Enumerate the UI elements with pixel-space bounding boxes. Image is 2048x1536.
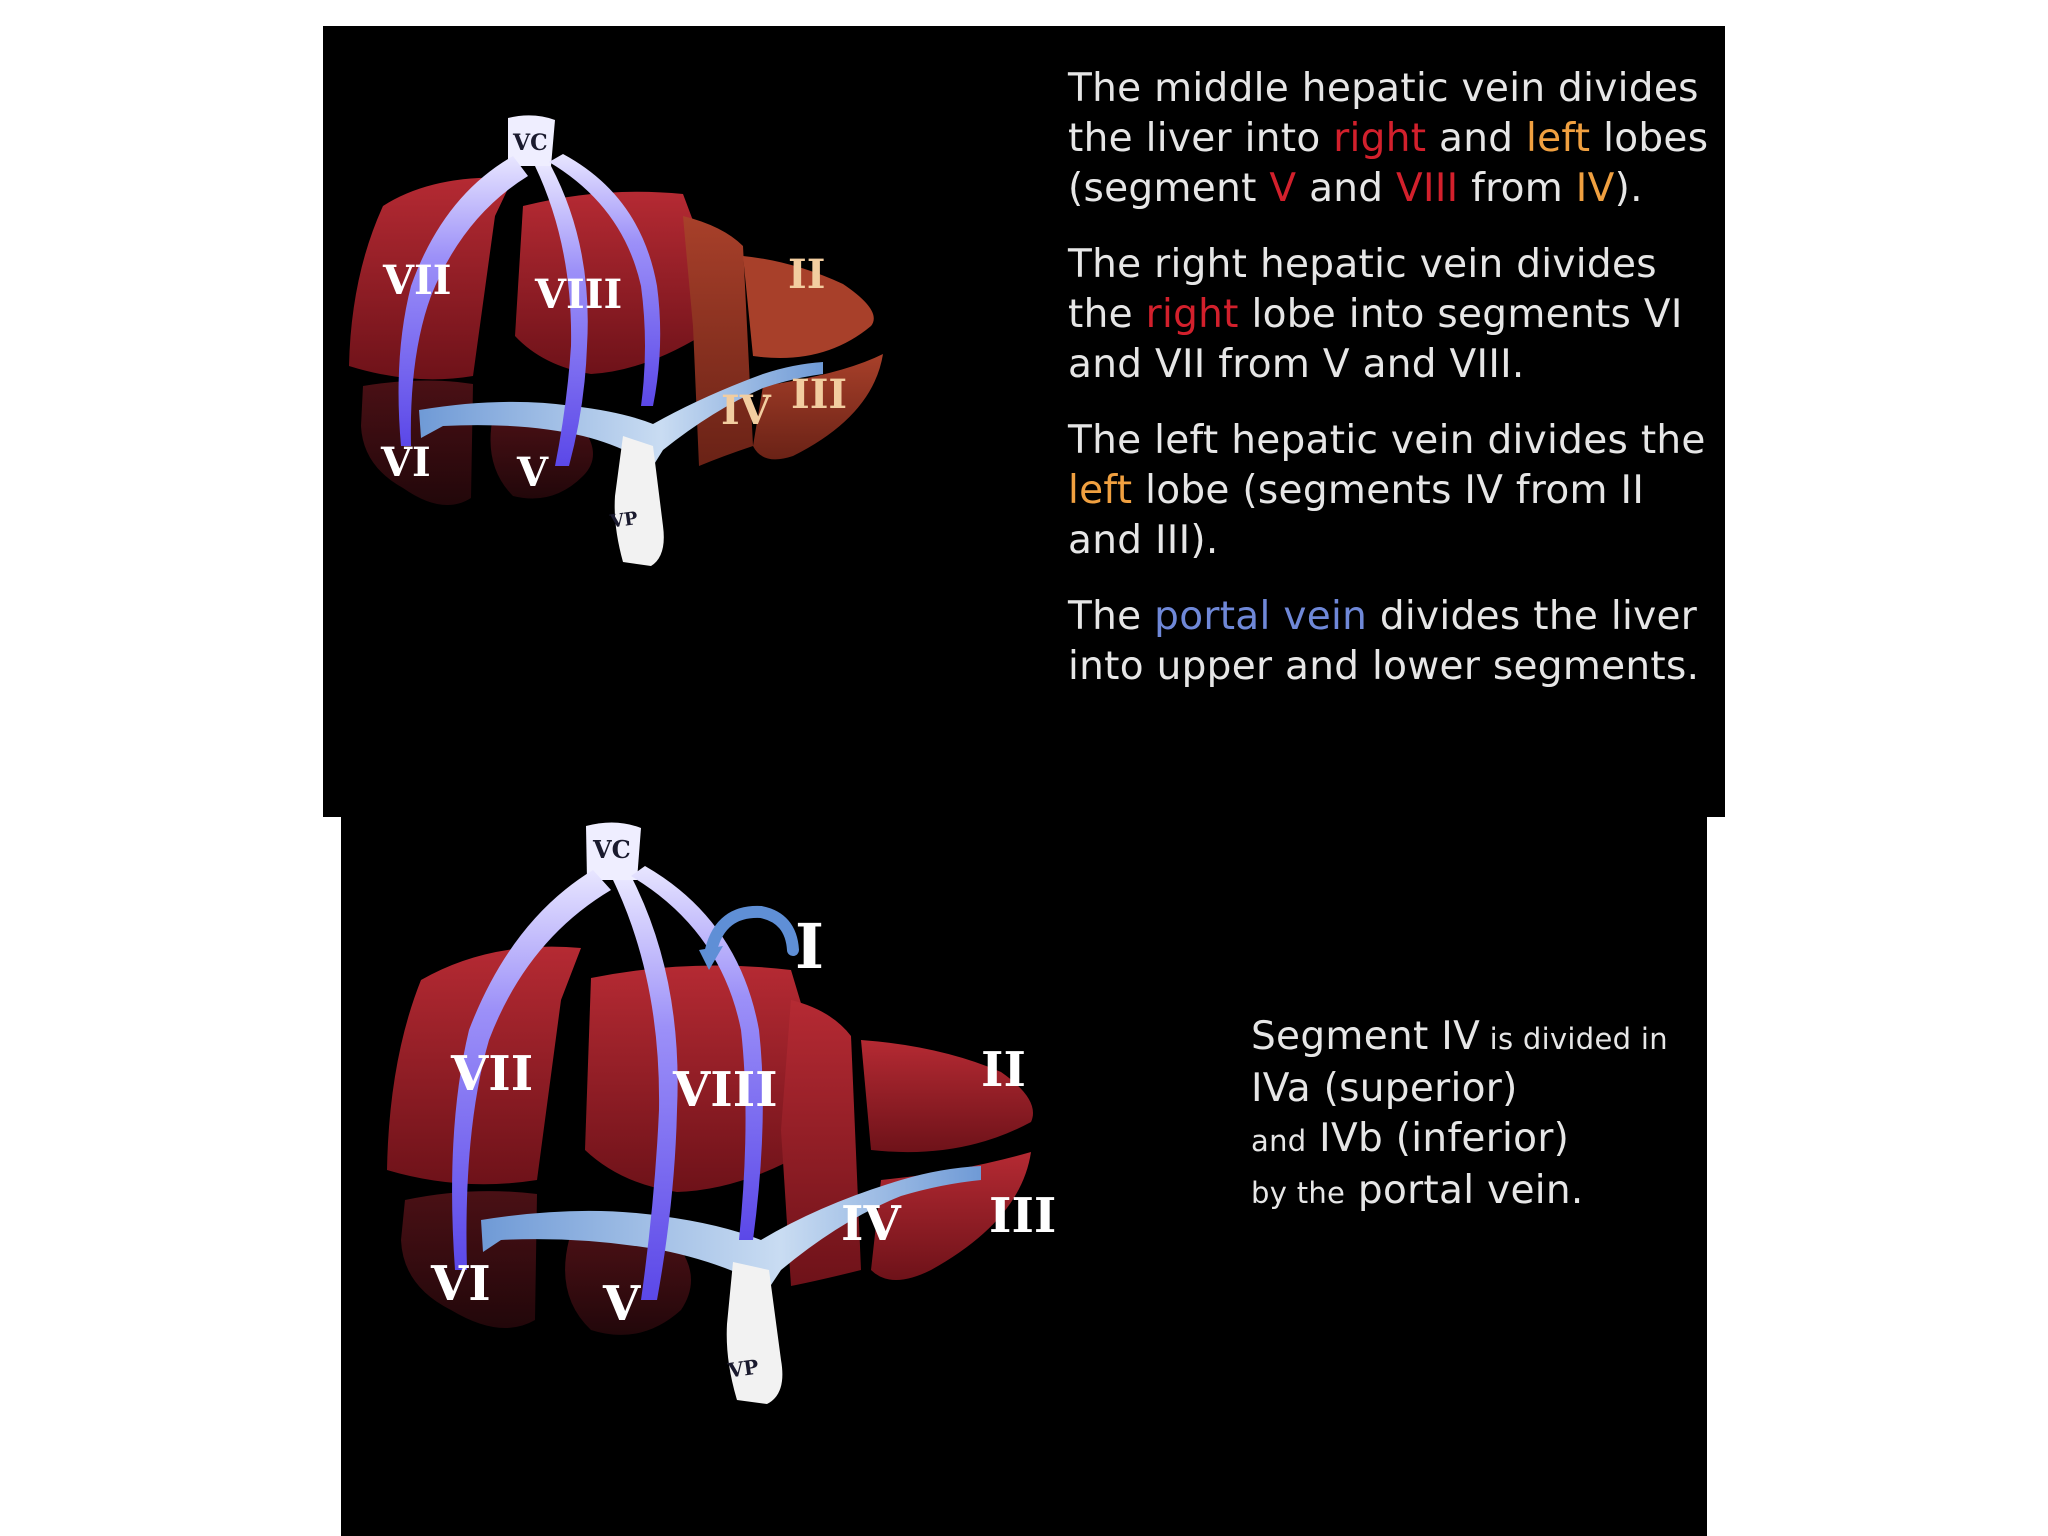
vp-label: VP	[608, 508, 640, 533]
portal-vein-shape	[481, 1166, 981, 1288]
segment-ii-shape	[861, 1040, 1033, 1153]
marker-i-label: I	[795, 910, 824, 983]
portal-vein-line: by the portal vein.	[1251, 1168, 1584, 1213]
segment-v-label: V	[602, 1276, 641, 1332]
segment-iii-shape	[753, 354, 883, 460]
iva-line: IVa (superior)	[1251, 1066, 1518, 1111]
right-hepatic-vein-shape	[398, 156, 528, 446]
vc-label: VC	[512, 130, 548, 156]
left-hepatic-vein-shape	[631, 866, 763, 1240]
right-hepatic-paragraph: The right hepatic vein divides the right…	[1068, 242, 1683, 387]
segment-vi-label: VI	[380, 439, 431, 486]
vp-label: VP	[725, 1355, 760, 1383]
ivb-line: and IVb (inferior)	[1251, 1116, 1570, 1161]
segment-viii-label: VIII	[672, 1062, 778, 1118]
segment-iii-label: III	[791, 371, 847, 418]
segment-iv-line: Segment IV is divided in	[1251, 1014, 1668, 1059]
portal-vein-shape	[419, 362, 823, 466]
segment-viii-label: VIII	[534, 271, 622, 318]
segment-iv-label: IV	[721, 387, 772, 434]
segment-iv-label: IV	[841, 1196, 901, 1252]
left-hepatic-paragraph: The left hepatic vein divides the left l…	[1068, 418, 1706, 563]
segment-vii-shape	[387, 946, 581, 1185]
segment-vii-label: VII	[450, 1046, 533, 1102]
segment-vii-label: VII	[382, 257, 451, 304]
vp-trunk-shape	[726, 1262, 783, 1404]
top-liver-diagram: VC VP VII VIII II IV III VI V	[349, 115, 883, 566]
middle-hepatic-vein-shape	[613, 880, 678, 1300]
vc-trunk-shape	[508, 115, 555, 166]
bottom-explanation: Segment IV is divided in IVa (superior) …	[1251, 1012, 1711, 1218]
segment-v-label: V	[516, 449, 549, 496]
segment-ii-shape	[743, 256, 874, 358]
portal-vein-paragraph: The portal vein divides the liver into u…	[1068, 594, 1700, 689]
segment-vi-label: VI	[430, 1256, 491, 1312]
left-hepatic-vein-shape	[549, 154, 661, 406]
top-explanation: The middle hepatic vein divides the live…	[1068, 64, 1718, 718]
segment-iii-label: III	[989, 1188, 1056, 1244]
vc-label: VC	[592, 835, 631, 864]
vc-trunk-shape	[586, 822, 641, 880]
curved-arrow-icon	[705, 905, 799, 956]
segment-ii-label: II	[788, 251, 825, 298]
middle-hepatic-vein-shape	[535, 166, 588, 466]
bottom-liver-diagram: VC VP I VII VIII II IV III VI V	[387, 822, 1056, 1404]
right-hepatic-vein-shape	[452, 870, 611, 1270]
middle-hepatic-paragraph: The middle hepatic vein divides the live…	[1068, 66, 1709, 211]
segment-ii-label: II	[981, 1042, 1026, 1098]
arrow-head-icon	[699, 946, 723, 970]
vp-trunk-shape	[614, 436, 664, 566]
